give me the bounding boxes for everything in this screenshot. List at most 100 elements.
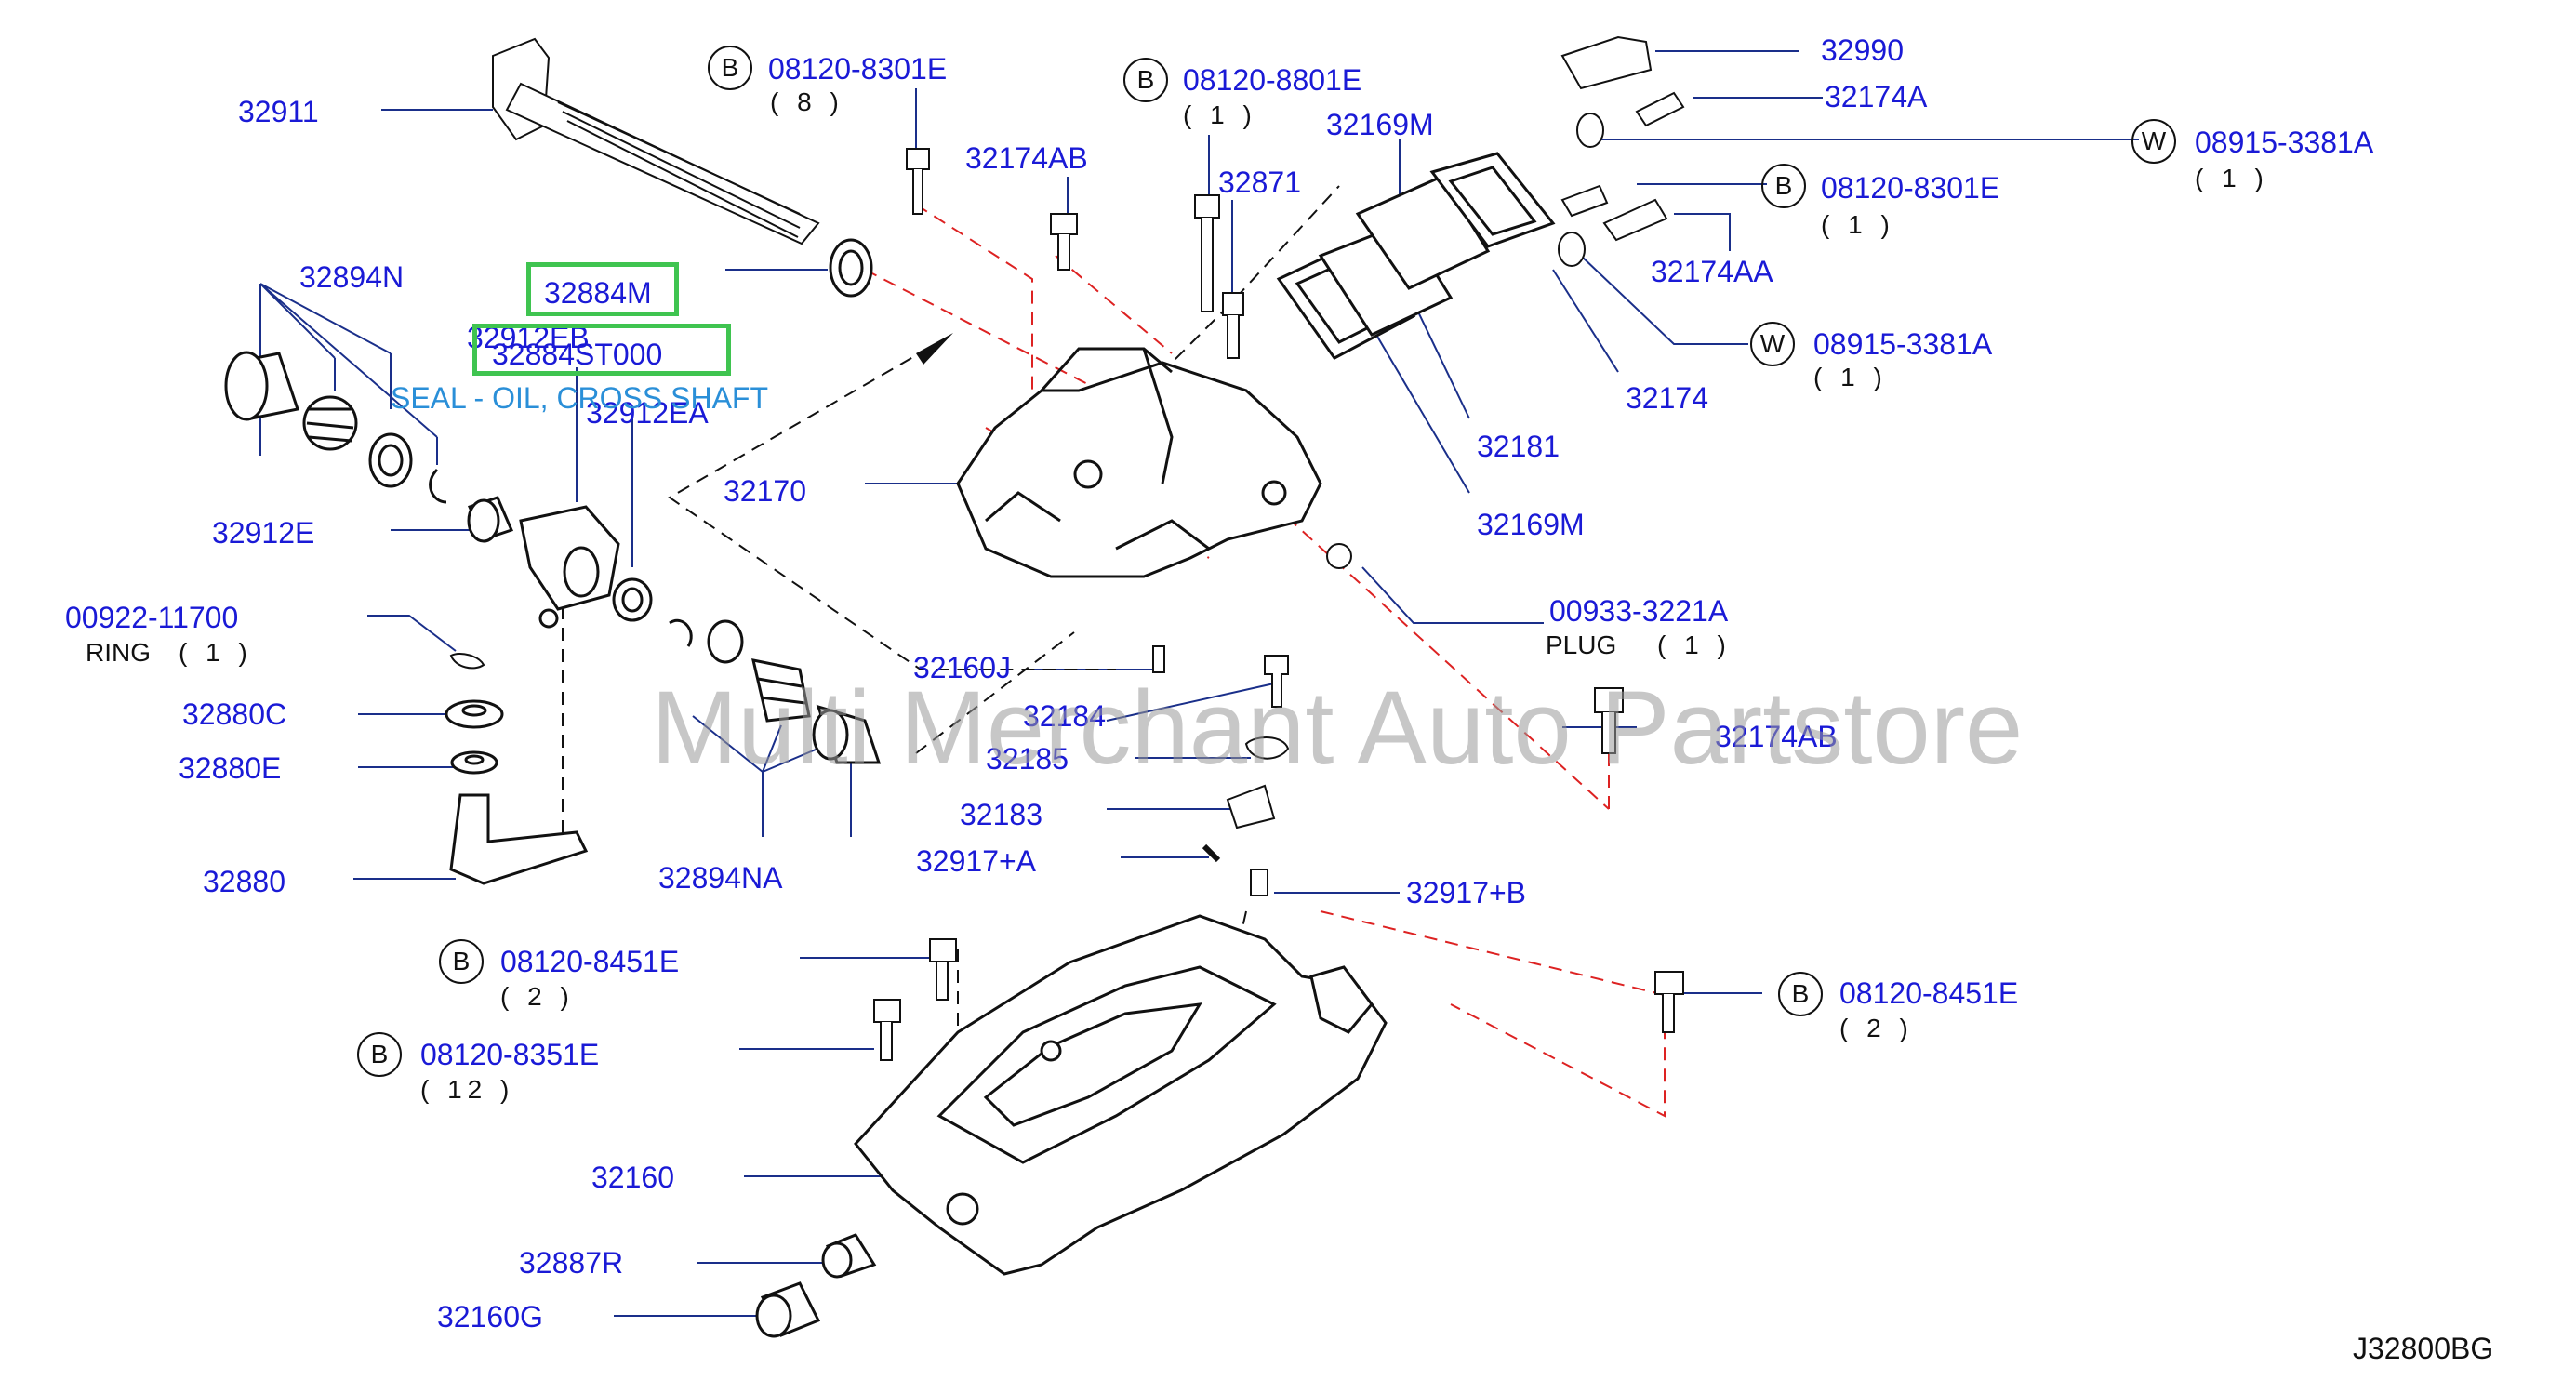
label-32174A[interactable]: 32174A: [1825, 80, 1928, 113]
washer-32880C-part[interactable]: [445, 699, 504, 729]
bolt-circle-b8451b: B: [1778, 972, 1823, 1016]
label-32184[interactable]: 32184: [1023, 699, 1106, 733]
label-08915-3381A-b-qty: ( 1 ): [1813, 363, 1888, 391]
ring-00922-part[interactable]: [449, 653, 485, 670]
highlight-box-primary[interactable]: 32884M: [526, 262, 679, 316]
label-08120-8301E-b[interactable]: 08120-8301E: [1821, 171, 2000, 205]
label-00933-3221A[interactable]: 00933-3221A: [1549, 594, 1729, 628]
highlight-box-secondary[interactable]: 32884ST000: [472, 324, 731, 376]
label-32894NA[interactable]: 32894NA: [658, 861, 783, 895]
upper-cover-32170-part[interactable]: [956, 347, 1322, 578]
bushing-32912EA-part[interactable]: [612, 577, 653, 622]
label-32174AA[interactable]: 32174AA: [1651, 255, 1773, 288]
leader-32174AA: [1674, 213, 1731, 251]
bolt-circle-b8301a: B: [708, 46, 752, 90]
leader-32169M-bot: [1375, 334, 1470, 494]
label-plug-qty: ( 1 ): [1657, 630, 1732, 659]
cross-shaft-part[interactable]: [492, 37, 820, 245]
small-parts-mid[interactable]: [1152, 543, 1352, 896]
label-32174AB-mid[interactable]: 32174AB: [1715, 720, 1838, 753]
plug-32887R-part[interactable]: [821, 1233, 877, 1279]
washer-circle-w3381a: W: [2131, 119, 2176, 164]
label-08120-8451E-a[interactable]: 08120-8451E: [500, 945, 680, 978]
dash-line-red-3: [1055, 255, 1173, 354]
dash-line-black-4: [915, 631, 1075, 754]
label-08120-8301E-a[interactable]: 08120-8301E: [768, 52, 948, 86]
leader-32174: [1552, 269, 1619, 373]
label-32160G[interactable]: 32160G: [437, 1300, 543, 1334]
label-32880C[interactable]: 32880C: [182, 697, 287, 731]
bolt-circle-b8351: B: [357, 1032, 402, 1077]
leader-32894NA: [692, 715, 852, 837]
washer-32880E-part[interactable]: [450, 750, 498, 775]
label-32174AB-top[interactable]: 32174AB: [965, 141, 1088, 175]
label-08915-3381A-a-qty: ( 1 ): [2195, 164, 2269, 192]
highlight-secondary-text: 32884ST000: [492, 338, 663, 371]
lever-32880-part[interactable]: [449, 793, 589, 885]
label-32170[interactable]: 32170: [724, 474, 806, 508]
highlight-primary-text: 32884M: [544, 276, 652, 310]
label-32160J[interactable]: 32160J: [913, 651, 1011, 684]
label-08120-8301E-b-qty: ( 1 ): [1821, 210, 1895, 239]
label-plug: PLUG: [1546, 630, 1617, 659]
label-32160[interactable]: 32160: [591, 1161, 674, 1194]
label-08120-8801E-qty: ( 1 ): [1183, 100, 1257, 129]
tooltip-description: SEAL - OIL, CROSS SHAFT: [391, 381, 769, 415]
label-32169M-top[interactable]: 32169M: [1326, 108, 1434, 141]
label-32917-A[interactable]: 32917+A: [916, 844, 1037, 878]
bolt-circle-b8801: B: [1123, 58, 1168, 102]
washer-group[interactable]: [1558, 113, 1604, 267]
bolt-circle-b8451a: B: [439, 939, 484, 984]
label-32183[interactable]: 32183: [960, 798, 1042, 831]
label-32181[interactable]: 32181: [1477, 430, 1560, 463]
washer-circle-w3381b: W: [1750, 322, 1795, 366]
dash-line-red-2: [915, 204, 1033, 437]
watermark: Multi Merchant Auto Partstore: [651, 670, 2024, 786]
label-08915-3381A-b[interactable]: 08915-3381A: [1813, 327, 1993, 361]
leader-00922: [367, 615, 457, 652]
diagram-reference: J32800BG: [2353, 1332, 2494, 1365]
cap-32160G-part[interactable]: [755, 1281, 821, 1338]
label-00922-11700[interactable]: 00922-11700: [65, 601, 239, 634]
dash-line-black-1: [668, 336, 1116, 670]
bushing-32912E-part[interactable]: [467, 496, 514, 543]
bolt-circle-b8301b: B: [1761, 164, 1806, 208]
bolt-group[interactable]: [873, 35, 1685, 1061]
label-08120-8801E[interactable]: 08120-8801E: [1183, 63, 1362, 97]
label-ring: RING: [86, 638, 151, 667]
label-08120-8451E-b-qty: ( 2 ): [1839, 1014, 1914, 1042]
leader-w3381b: [1580, 255, 1748, 345]
label-08120-8451E-b[interactable]: 08120-8451E: [1839, 976, 2019, 1010]
leader-32181: [1413, 301, 1470, 419]
label-08120-8301E-a-qty: ( 8 ): [770, 87, 844, 116]
label-32912E[interactable]: 32912E: [212, 516, 315, 550]
gasket-plates-part[interactable]: [1276, 152, 1556, 360]
oil-seal-part[interactable]: [829, 238, 873, 298]
label-32169M-bot[interactable]: 32169M: [1477, 508, 1585, 541]
arrow-head: [916, 333, 953, 365]
label-32917-B[interactable]: 32917+B: [1406, 876, 1527, 909]
bushing-set-NA-part[interactable]: [669, 619, 882, 764]
label-08915-3381A-a[interactable]: 08915-3381A: [2195, 126, 2374, 159]
label-32990[interactable]: 32990: [1821, 33, 1904, 67]
label-08120-8451E-a-qty: ( 2 ): [500, 982, 575, 1011]
oil-pan-32160-part[interactable]: [854, 914, 1388, 1276]
label-32887R[interactable]: 32887R: [519, 1246, 624, 1280]
label-ring-qty: ( 1 ): [179, 638, 253, 667]
label-32871[interactable]: 32871: [1218, 166, 1301, 199]
label-32894N[interactable]: 32894N: [299, 260, 405, 294]
leader-00933: [1361, 566, 1544, 624]
label-08120-8351E-qty: ( 12 ): [420, 1075, 515, 1104]
label-32880E[interactable]: 32880E: [179, 751, 282, 785]
label-32911[interactable]: 32911: [238, 95, 319, 128]
label-08120-8351E[interactable]: 08120-8351E: [420, 1038, 600, 1071]
lever-block-part[interactable]: [519, 505, 620, 629]
bushing-set-part[interactable]: [224, 351, 447, 504]
label-32174[interactable]: 32174: [1626, 381, 1708, 415]
label-32880[interactable]: 32880: [203, 865, 285, 898]
label-32912EA[interactable]: 32912EA: [586, 396, 709, 430]
label-32185[interactable]: 32185: [986, 742, 1069, 776]
leader-32184: [1106, 683, 1275, 722]
